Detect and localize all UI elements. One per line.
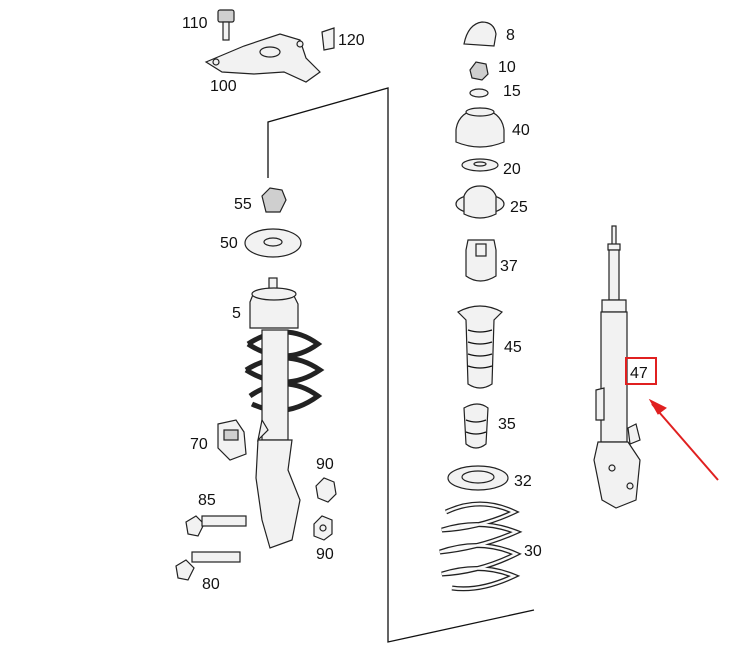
bump-stop-35 (463, 403, 489, 449)
label-120: 120 (338, 32, 365, 49)
label-55: 55 (234, 196, 252, 213)
label-90-upper: 90 (316, 456, 334, 473)
cap-8 (463, 21, 497, 47)
assembly-bracket-line (267, 87, 535, 643)
label-45: 45 (504, 339, 522, 356)
bearing-25 (455, 185, 505, 219)
label-5: 5 (232, 305, 241, 322)
arrow-icon (648, 398, 719, 481)
label-10: 10 (498, 59, 516, 76)
label-110: 110 (182, 15, 208, 32)
bracket-70 (217, 419, 247, 461)
strut-mount-40 (455, 107, 505, 148)
nut-10 (469, 61, 489, 81)
label-37: 37 (500, 258, 518, 275)
label-32: 32 (514, 473, 532, 490)
washer-15 (469, 88, 489, 98)
label-90-lower: 90 (316, 546, 334, 563)
label-85: 85 (198, 492, 216, 509)
clip-120 (321, 27, 335, 51)
nut-90-lower (313, 515, 333, 541)
dust-boot-45 (457, 305, 503, 389)
mounting-plate-100 (204, 33, 321, 83)
nut-90-upper (315, 477, 337, 503)
bolt-85 (185, 515, 247, 537)
label-35: 35 (498, 416, 516, 433)
label-50: 50 (220, 235, 238, 252)
washer-50 (244, 228, 302, 258)
label-8: 8 (506, 27, 515, 44)
bolt-80 (175, 551, 241, 581)
label-30: 30 (524, 543, 542, 560)
label-40: 40 (512, 122, 530, 139)
strut-assembly-5 (244, 277, 325, 549)
nut-55 (261, 187, 287, 213)
label-15: 15 (503, 83, 521, 100)
highlight-box (625, 357, 657, 385)
label-20: 20 (503, 161, 521, 178)
bolt-110 (217, 9, 235, 41)
bump-stop-mount-37 (465, 239, 497, 282)
label-70: 70 (190, 436, 208, 453)
label-100: 100 (210, 78, 237, 95)
coil-spring-30 (439, 501, 523, 592)
label-25: 25 (510, 199, 528, 216)
shock-absorber-47 (593, 225, 641, 509)
washer-20 (461, 158, 499, 172)
label-80: 80 (202, 576, 220, 593)
label-47: 47 (630, 365, 648, 382)
spring-seat-32 (447, 465, 509, 491)
